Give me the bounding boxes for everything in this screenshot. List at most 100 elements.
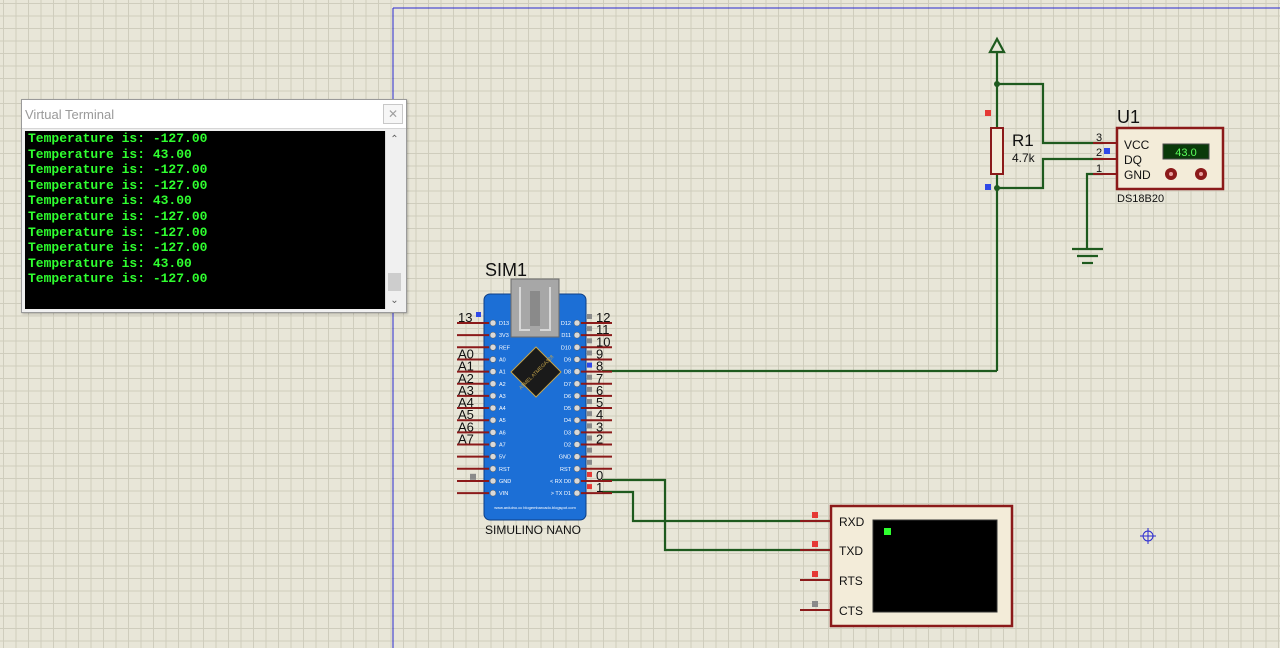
pin-number: 4 (596, 407, 603, 422)
power-terminal-icon[interactable] (988, 36, 1006, 54)
virtual-terminal-window[interactable]: Virtual Terminal ✕ Temperature is: -127.… (21, 99, 407, 313)
pin-pad[interactable] (573, 477, 581, 485)
board-pin-label: > TX D1 (551, 491, 571, 497)
sensor-pin-num: 2 (1096, 147, 1102, 159)
pin-number: 8 (596, 359, 603, 374)
ground-icon[interactable] (1072, 247, 1103, 265)
pin-number: 3 (596, 419, 603, 434)
pin-pad[interactable] (573, 489, 581, 497)
pin-pad[interactable] (489, 380, 497, 387)
pin-number: A7 (458, 432, 474, 447)
pin-state-indicator (587, 326, 592, 332)
board-pin-label: A3 (499, 394, 506, 400)
board-pin-label: GND (559, 455, 571, 461)
pin-pad[interactable] (489, 477, 497, 485)
pin-pad[interactable] (489, 441, 497, 448)
scrollbar-thumb[interactable] (388, 273, 401, 291)
pin-pad[interactable] (573, 404, 581, 412)
pin-state-indicator (587, 350, 592, 356)
board-pin-label: A5 (499, 418, 506, 424)
terminal-screen (872, 519, 998, 613)
pin-state-indicator (587, 435, 592, 441)
terminal-line: Temperature is: 43.00 (28, 146, 192, 162)
pin-pad[interactable] (489, 404, 497, 412)
scroll-down-icon[interactable]: ⌄ (390, 295, 399, 306)
pin-number: 11 (596, 322, 610, 337)
pin-pad[interactable] (573, 416, 581, 424)
arduino-ref-label: SIM1 (485, 260, 527, 280)
terminal-pin-label: TXD (839, 544, 863, 558)
pin-pad[interactable] (489, 368, 497, 375)
virtual-terminal-titlebar[interactable]: Virtual Terminal ✕ (22, 100, 406, 129)
pin-state-indicator (812, 601, 818, 607)
pin-state-indicator (587, 399, 592, 405)
sensor-display-value: 43.0 (1175, 147, 1196, 159)
pin-pad[interactable] (489, 453, 497, 460)
increase-temp-button[interactable] (1195, 168, 1207, 180)
wire-rx[interactable] (602, 478, 830, 552)
board-pin-label: A0 (499, 357, 506, 363)
pin-pad[interactable] (489, 416, 497, 424)
pin-pad[interactable] (573, 344, 581, 351)
board-pin-label: 5V (499, 455, 506, 461)
crosshair-icon (1140, 528, 1156, 544)
pin-number: 6 (596, 383, 603, 398)
terminal-output[interactable]: Temperature is: -127.00 Temperature is: 4… (25, 131, 403, 309)
wires (602, 52, 1103, 552)
pin-pad[interactable] (573, 368, 581, 375)
board-pin-label: REF (499, 345, 511, 351)
arduino-nano-sim1[interactable]: SIM1 ATMEL ATMEGA328 www.arduino.cc blog… (457, 260, 612, 537)
terminal-pin-label: CTS (839, 604, 863, 618)
board-pin-label: VIN (499, 491, 508, 497)
wire-dq[interactable] (995, 157, 1103, 190)
wire-tx[interactable] (602, 490, 830, 523)
resistor-r1[interactable]: R1 4.7k (985, 110, 1036, 190)
sensor-u1[interactable]: U1 3 2 1 VCC DQ GND 43.0 DS18B20 (1093, 107, 1225, 205)
pin-pad[interactable] (489, 319, 497, 327)
sensor-pin-num: 1 (1096, 163, 1102, 175)
terminal-cursor (884, 528, 891, 535)
pin-pad[interactable] (573, 453, 581, 460)
pin-pad[interactable] (573, 380, 581, 387)
pin-state-indicator (587, 338, 592, 344)
pin-pad[interactable] (573, 441, 581, 448)
wire-vcc[interactable] (995, 52, 1103, 145)
board-pin-label: GND (499, 479, 511, 485)
pin-pad[interactable] (573, 356, 581, 363)
terminal-line: Temperature is: -127.00 (28, 224, 208, 240)
vertical-scrollbar[interactable]: ⌃ ⌄ (385, 131, 403, 309)
scroll-up-icon[interactable]: ⌃ (390, 134, 399, 145)
pin-pad[interactable] (573, 392, 581, 400)
pin-pad[interactable] (573, 429, 581, 436)
pin-number: A4 (458, 395, 474, 410)
junction-dot (994, 185, 1000, 191)
pin-pad[interactable] (489, 489, 497, 497)
board-pin-label: D5 (564, 406, 571, 412)
window-title: Virtual Terminal (25, 106, 115, 122)
pin-pad[interactable] (573, 465, 581, 473)
board-pin-label: D3 (564, 430, 571, 436)
decrease-temp-button[interactable] (1165, 168, 1177, 180)
sensor-pin-label: VCC (1124, 138, 1150, 152)
sensor-pin-label: GND (1124, 168, 1151, 182)
board-pin-label: A4 (499, 406, 506, 412)
pin-pad[interactable] (573, 331, 581, 339)
pin-pad[interactable] (489, 344, 497, 351)
board-pin-label: RST (560, 467, 572, 473)
pin-pad[interactable] (489, 429, 497, 436)
resistor-value-label: 4.7k (1012, 151, 1036, 165)
close-icon[interactable]: ✕ (383, 104, 403, 124)
pin-pad[interactable] (489, 392, 497, 400)
pin-pad[interactable] (489, 465, 497, 473)
pin-state-indicator (470, 473, 476, 480)
pin-number: 13 (458, 310, 472, 325)
pin-number: A6 (458, 419, 474, 434)
pin-pad[interactable] (489, 331, 497, 339)
wire-gnd[interactable] (1085, 172, 1103, 249)
pin-pad[interactable] (489, 356, 497, 363)
board-pin-label: < RX D0 (550, 479, 571, 485)
pin-pad[interactable] (573, 319, 581, 327)
